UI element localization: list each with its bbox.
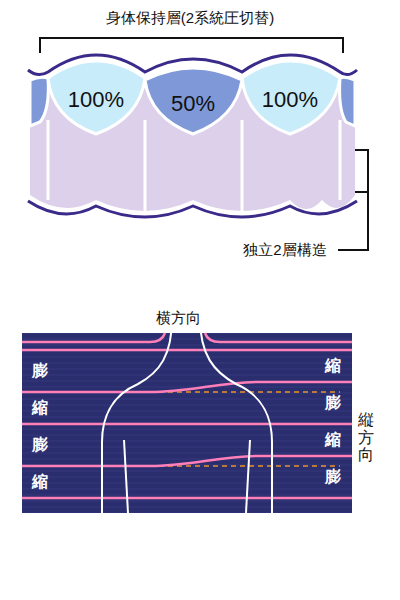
pressure-value: 100% <box>262 87 318 113</box>
state-label: 膨 <box>325 394 341 412</box>
panel <box>22 333 352 513</box>
outline <box>28 201 357 217</box>
heading: 身体保持層(2系統圧切替) <box>106 10 274 27</box>
bracket <box>338 150 368 250</box>
cell-node: 50% <box>167 89 220 119</box>
cell-node: 100% <box>258 85 323 115</box>
body-outline <box>102 318 272 513</box>
state-label: 膨 <box>325 468 341 486</box>
pressure-value: 100% <box>68 87 124 113</box>
pressure-value: 50% <box>171 91 215 117</box>
state-label: 膨 <box>32 436 48 454</box>
cell <box>30 77 48 126</box>
lower-layer <box>30 88 355 211</box>
direction-label: 横方向 <box>156 310 201 327</box>
cell <box>340 77 355 126</box>
cell-node: 100% <box>64 85 129 115</box>
cell <box>145 68 242 134</box>
state-label: 膨 <box>32 362 48 380</box>
structure-label: 独立2層構造 <box>243 242 326 259</box>
outline <box>28 55 357 75</box>
state-label: 縮 <box>325 357 341 375</box>
state-label: 縮 <box>32 399 48 417</box>
pressure-line <box>22 333 352 498</box>
cell <box>242 61 340 134</box>
cell <box>48 61 145 134</box>
direction-label: 縦方向 <box>358 411 374 464</box>
bracket <box>40 38 343 53</box>
state-label: 縮 <box>325 431 341 449</box>
state-label: 縮 <box>32 473 48 491</box>
